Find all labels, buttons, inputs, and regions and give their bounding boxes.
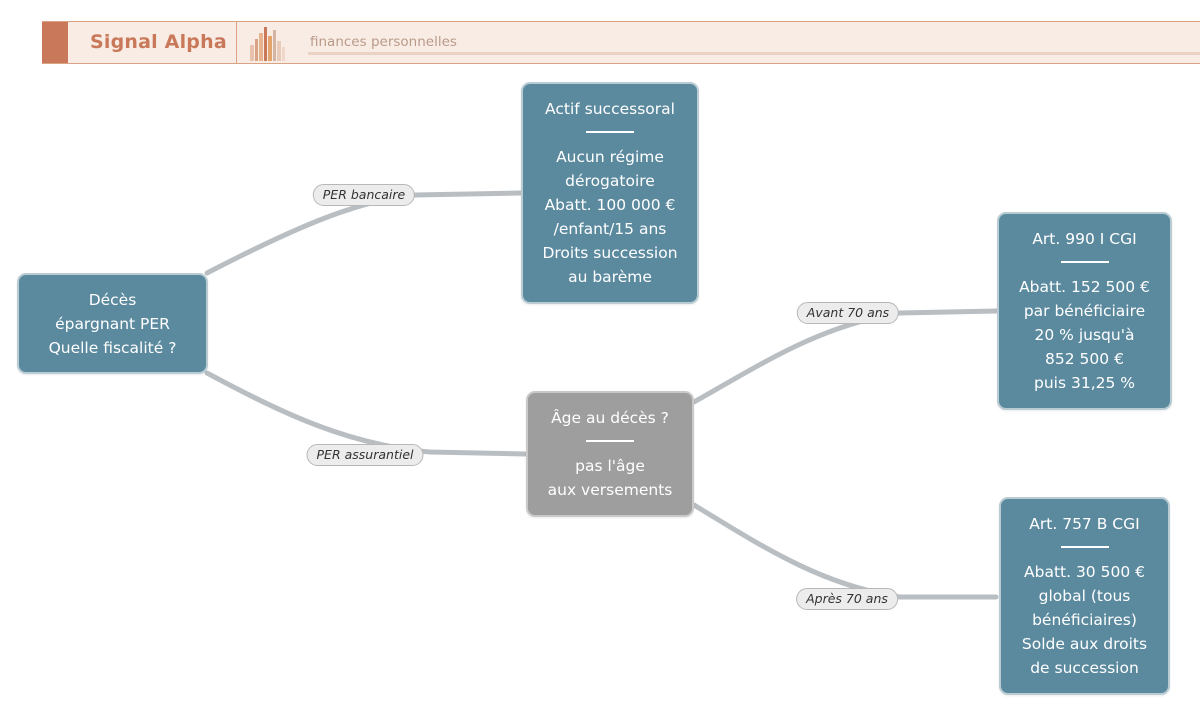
- node-root[interactable]: Décès épargnant PER Quelle fiscalité ?: [17, 273, 208, 374]
- node-art-990-i[interactable]: Art. 990 I CGI Abatt. 152 500 € par béné…: [997, 212, 1172, 410]
- node-root-line: Décès: [88, 290, 137, 309]
- node-title: Art. 990 I CGI: [1032, 230, 1137, 248]
- node-line: bénéficiaires): [1032, 611, 1137, 629]
- node-divider: [586, 131, 634, 133]
- edge-label-avant-70: Avant 70 ans: [796, 302, 900, 324]
- node-line: /enfant/15 ans: [553, 220, 667, 238]
- node-title: Art. 757 B CGI: [1029, 515, 1140, 533]
- node-line: Abatt. 152 500 €: [1019, 278, 1150, 296]
- node-line: aux versements: [547, 481, 673, 499]
- site-header: Signal Alpha finances personnelles: [42, 21, 1200, 64]
- node-title: Âge au décès ?: [551, 409, 669, 427]
- node-divider: [586, 440, 634, 442]
- edge-label-per-bancaire: PER bancaire: [312, 184, 416, 206]
- node-root-line: épargnant PER: [55, 314, 170, 333]
- node-line: Aucun régime: [556, 148, 664, 166]
- header-divider: [236, 22, 237, 63]
- node-art-757-b[interactable]: Art. 757 B CGI Abatt. 30 500 € global (t…: [999, 497, 1170, 695]
- brand-name[interactable]: Signal Alpha: [90, 31, 227, 53]
- node-age-deces[interactable]: Âge au décès ? pas l'âge aux versements: [526, 391, 694, 517]
- node-line: Solde aux droits: [1021, 635, 1148, 653]
- node-line: Droits succession: [542, 244, 678, 262]
- edge-label-apres-70: Après 70 ans: [796, 588, 898, 610]
- node-line: 20 % jusqu'à: [1034, 326, 1135, 344]
- node-title: Actif successoral: [545, 100, 675, 118]
- node-line: dérogatoire: [565, 172, 655, 190]
- node-line: 852 500 €: [1045, 350, 1124, 368]
- node-root-line: Quelle fiscalité ?: [48, 338, 177, 357]
- edge-age-art757: [691, 502, 999, 600]
- edge-label-per-assurantiel: PER assurantiel: [306, 444, 424, 466]
- tagline-underline: [308, 52, 1200, 55]
- node-divider: [1060, 261, 1109, 263]
- edge-age-art990: [691, 308, 999, 405]
- node-line: Abatt. 30 500 €: [1024, 563, 1145, 581]
- node-line: global (tous: [1038, 587, 1131, 605]
- header-accent-bar: [42, 22, 68, 63]
- node-line: pas l'âge: [575, 457, 645, 475]
- edge-root-age: [204, 370, 528, 457]
- node-line: de succession: [1030, 659, 1139, 677]
- tagline: finances personnelles: [310, 34, 457, 50]
- node-divider: [1060, 546, 1109, 548]
- books-logo-icon: [250, 27, 285, 61]
- node-line: au barème: [568, 268, 652, 286]
- node-line: par bénéficiaire: [1023, 302, 1146, 320]
- node-line: Abatt. 100 000 €: [544, 196, 676, 214]
- node-actif-successoral[interactable]: Actif successoral Aucun régime dérogatoi…: [521, 82, 699, 304]
- node-line: puis 31,25 %: [1034, 374, 1135, 392]
